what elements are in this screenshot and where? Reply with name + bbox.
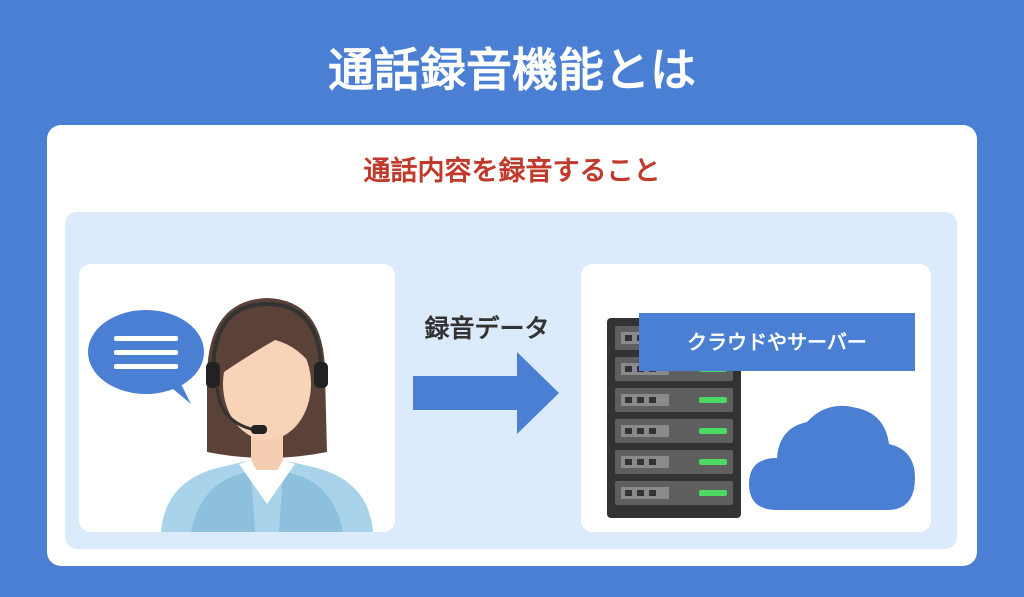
server-unit <box>615 419 733 443</box>
content-card: 通話内容を録音すること <box>47 125 977 566</box>
diagram-area: 録音データ クラウドやサーバー <box>65 212 957 549</box>
storage-panel <box>581 264 931 532</box>
speech-bubble-icon <box>88 310 204 404</box>
right-arrow-icon <box>413 352 561 434</box>
cloud-icon <box>749 405 915 510</box>
operator-panel <box>79 264 395 532</box>
server-unit <box>615 388 733 412</box>
server-label: クラウドやサーバー <box>639 313 915 371</box>
server-unit <box>615 481 733 505</box>
arrow-label: 録音データ <box>424 314 550 343</box>
server-unit <box>615 450 733 474</box>
subtitle: 通話内容を録音すること <box>363 156 661 187</box>
page-title: 通話録音機能とは <box>328 43 696 97</box>
operator-with-headset-icon <box>161 298 373 532</box>
